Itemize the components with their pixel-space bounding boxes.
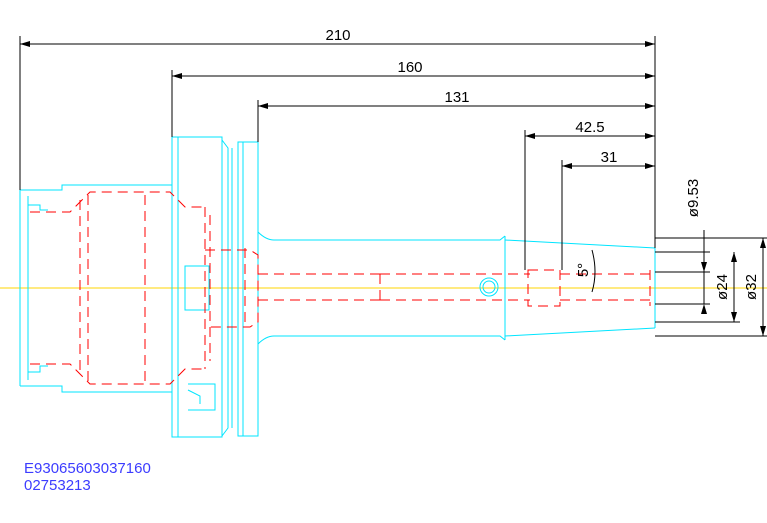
- dimension-arrows: [20, 41, 766, 336]
- part-outline: [19, 136, 656, 438]
- part-code-line1: E93065603037160: [24, 460, 151, 477]
- part-code-line2: 02753213: [24, 477, 91, 494]
- hidden-lines: [30, 191, 651, 385]
- dim-taper-length: 42.5: [575, 119, 604, 136]
- dim-diameter-small: ø9.53: [685, 179, 702, 217]
- dim-bore-depth: 31: [601, 149, 618, 166]
- dim-flange-length: 160: [397, 59, 422, 76]
- dimension-lines: [19, 36, 767, 337]
- dim-taper-angle: 5°: [575, 263, 592, 277]
- dim-overall-length: 210: [325, 27, 350, 44]
- dim-diameter-mid: ø24: [714, 274, 731, 300]
- dim-body-length: 131: [444, 89, 469, 106]
- dim-diameter-large: ø32: [743, 274, 760, 300]
- part-codes: E93065603037160 02753213: [24, 460, 151, 494]
